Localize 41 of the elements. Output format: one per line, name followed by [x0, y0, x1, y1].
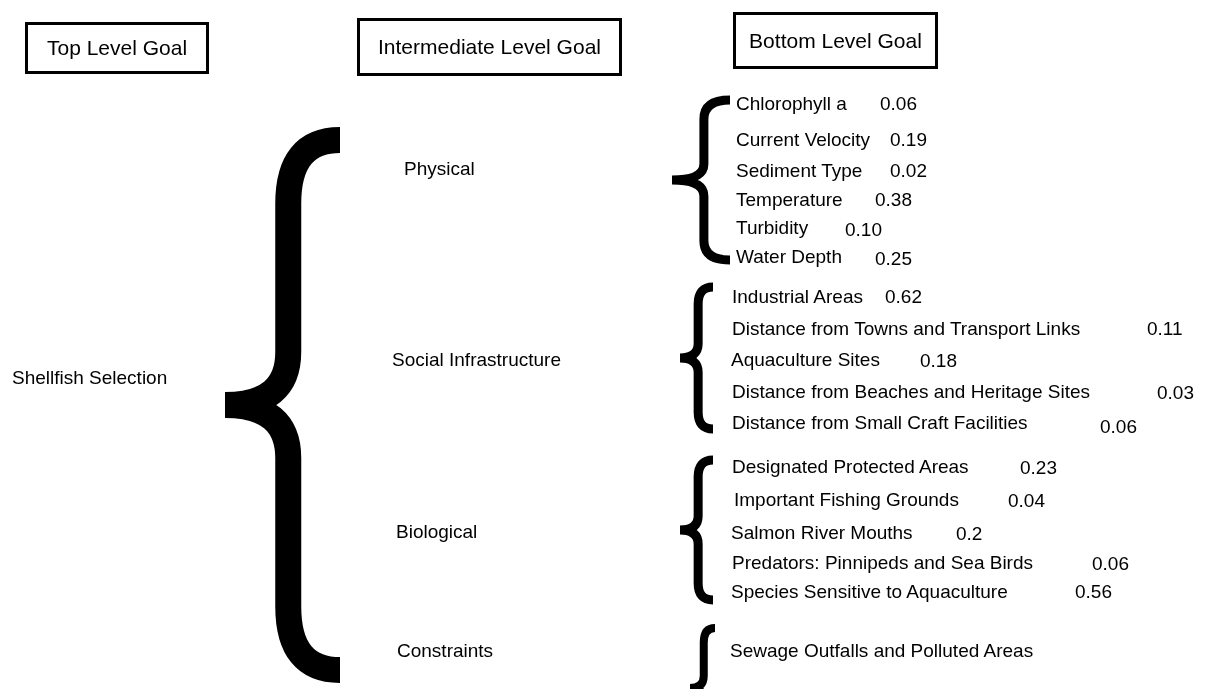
weight-value: 0.56: [1075, 580, 1112, 604]
weight-value: 0.04: [1008, 489, 1045, 513]
goal-level-box: Bottom Level Goal: [733, 12, 938, 69]
criterion-label: Designated Protected Areas: [732, 455, 969, 479]
criterion-label: Chlorophyll a: [736, 92, 847, 116]
weight-value: 0.02: [890, 159, 927, 183]
criterion-label: Aquaculture Sites: [731, 348, 880, 372]
weight-value: 0.18: [920, 349, 957, 373]
weight-value: 0.2: [956, 522, 983, 546]
criterion-label: Distance from Small Craft Facilities: [732, 411, 1028, 435]
goal-label: Shellfish Selection: [12, 366, 168, 390]
weight-value: 0.38: [875, 188, 912, 212]
weight-value: 0.11: [1147, 317, 1183, 341]
criterion-label: Sediment Type: [736, 159, 863, 183]
criterion-label: Sewage Outfalls and Polluted Areas: [730, 639, 1034, 663]
goal-label: Biological: [396, 520, 478, 544]
criterion-label: Current Velocity: [736, 128, 871, 152]
criterion-label: Predators: Pinnipeds and Sea Birds: [732, 551, 1033, 575]
goal-label: Constraints: [397, 639, 494, 663]
weight-value: 0.06: [1092, 552, 1129, 576]
criterion-label: Industrial Areas: [732, 285, 863, 309]
goal-level-box: Intermediate Level Goal: [357, 18, 622, 76]
criterion-label: Distance from Beaches and Heritage Sites: [732, 380, 1090, 404]
goal-label: Physical: [404, 157, 475, 181]
criterion-label: Important Fishing Grounds: [734, 488, 959, 512]
weight-value: 0.19: [890, 128, 927, 152]
criterion-label: Salmon River Mouths: [731, 521, 913, 545]
weight-value: 0.03: [1157, 381, 1194, 405]
weight-value: 0.06: [880, 92, 917, 116]
criterion-label: Water Depth: [736, 245, 842, 269]
weight-value: 0.06: [1100, 415, 1137, 439]
criterion-label: Temperature: [736, 188, 843, 212]
criterion-label: Distance from Towns and Transport Links: [732, 317, 1081, 341]
criterion-label: Turbidity: [736, 216, 809, 240]
weight-value: 0.23: [1020, 456, 1057, 480]
goal-label: Social Infrastructure: [392, 348, 561, 372]
weight-value: 0.25: [875, 247, 912, 271]
weight-value: 0.10: [845, 218, 882, 242]
criterion-label: Species Sensitive to Aquaculture: [731, 580, 1008, 604]
weight-value: 0.62: [885, 285, 922, 309]
goal-level-box: Top Level Goal: [25, 22, 209, 74]
